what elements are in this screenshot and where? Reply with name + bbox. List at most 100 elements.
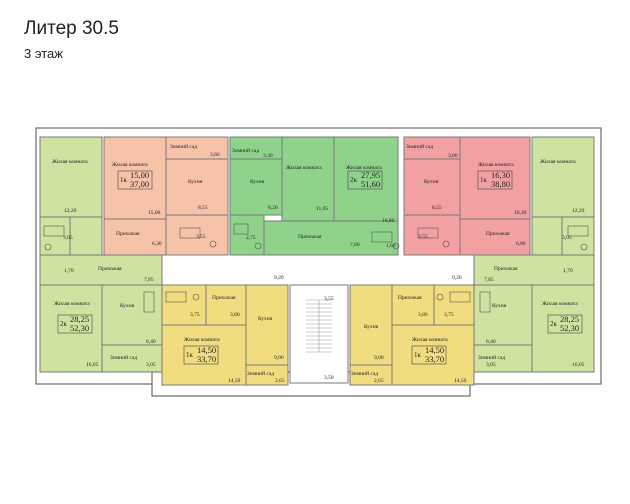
room-lime-living-left: [39, 136, 103, 218]
area-value: 3,80: [230, 312, 240, 318]
room-yellow-bath-right: [433, 284, 475, 326]
room-pink-hall: [459, 218, 531, 256]
area-value: 3,80: [418, 312, 428, 318]
apt-total-a2: 51,60: [361, 179, 380, 189]
area-value: 12,20: [572, 208, 585, 214]
label-living: Жилая комната: [52, 159, 88, 165]
area-value: 2,75: [246, 235, 256, 241]
apt-type-a2: 2к: [350, 176, 358, 184]
area-value: 1,60: [386, 243, 396, 249]
apt-box-a2: [347, 170, 383, 190]
area-value: 3,05: [63, 235, 73, 241]
bath-fixtures: [43, 223, 589, 313]
label-hall: Прихожая: [298, 234, 322, 240]
area-value: 7,85: [484, 277, 494, 283]
area-value: 14,50: [454, 378, 467, 384]
area-value: 3,55: [196, 234, 206, 240]
room-peach-bath: [165, 214, 229, 256]
label-kitchen: Кухня: [250, 179, 265, 185]
label-kitchen: Кухня: [188, 179, 203, 185]
area-value: 9,20: [274, 275, 284, 281]
room-lime-living-right: [531, 136, 595, 218]
area-value: 6,30: [152, 241, 162, 247]
area-value: 9,00: [274, 355, 284, 361]
area-value: 3,05: [486, 362, 496, 368]
room-green-kitchen: [229, 158, 283, 216]
room-yellow-hall-left: [205, 284, 247, 326]
apt-total-a1: 37,00: [130, 179, 149, 189]
label-winter-garden: Зимний сад: [110, 354, 137, 361]
apt-box-a6: [411, 345, 447, 365]
room-green-living2: [333, 136, 399, 222]
apt-box-a7: [547, 314, 583, 334]
label-kitchen: Кухня: [120, 303, 135, 309]
area-value: 7,85: [144, 277, 154, 283]
area-value: 3,50: [324, 375, 334, 381]
area-value: 8,20: [268, 205, 278, 211]
apt-total-a4: 52,30: [70, 323, 89, 333]
room-lime-hall-left: [39, 254, 163, 286]
label-winter-garden: Зимний сад: [406, 143, 433, 150]
area-value: 7,80: [350, 242, 360, 248]
label-living: Жилая комната: [542, 301, 578, 307]
room-pink-living: [459, 136, 531, 220]
apt-box-a4: [57, 314, 93, 334]
apt-type-a7: 2к: [550, 320, 558, 328]
area-value: 8,55: [198, 205, 208, 211]
apt-total-a7: 52,30: [560, 323, 579, 333]
label-living: Жилая комната: [346, 165, 382, 171]
floor-label: 3 этаж: [24, 46, 63, 61]
label-winter-garden: Зимний сад: [170, 143, 197, 150]
room-lime-kitchen-right: [473, 284, 533, 346]
area-value: 16,80: [382, 218, 395, 224]
label-kitchen: Кухня: [364, 324, 379, 330]
area-value: 6,80: [516, 241, 526, 247]
area-value: 3,55: [418, 234, 428, 240]
room-peach-living: [103, 136, 167, 220]
page-title: Литер 30.5: [24, 18, 119, 39]
label-living: Жилая комната: [412, 337, 448, 343]
room-yellow-kitchen-left: [245, 284, 289, 366]
area-value: 8,40: [486, 339, 496, 345]
area-value: 3,05: [146, 362, 156, 368]
room-peach-hall: [103, 218, 167, 256]
room-lime-garden-left: [101, 344, 163, 373]
room-pink-kitchen: [403, 158, 461, 216]
apt-type-a5: 1к: [186, 351, 194, 359]
room-yellow-hall-right: [391, 284, 435, 326]
apt-type-a4: 2к: [60, 320, 68, 328]
apt-living-a5: 14,50: [197, 345, 216, 355]
label-living: Жилая комната: [112, 162, 148, 168]
room-lime-kitchen-left: [101, 284, 163, 346]
room-peach-kitchen: [165, 158, 229, 216]
apt-box-a3: [477, 170, 513, 190]
room-yellow-kitchen-right: [349, 284, 393, 366]
area-value: 3,60: [448, 153, 458, 159]
label-winter-garden: Зимний сад: [351, 370, 378, 377]
area-value: 16,30: [514, 210, 527, 216]
room-lime-living-right-low: [531, 284, 595, 373]
label-hall: Прихожая: [212, 295, 236, 301]
room-lime-hall-right: [473, 254, 595, 286]
room-green-living1: [281, 136, 335, 222]
apt-type-a3: 1к: [480, 176, 488, 184]
apt-type-a1: 1к: [120, 176, 128, 184]
label-kitchen: Кухня: [492, 303, 507, 309]
area-value: 9,00: [374, 355, 384, 361]
area-value: 1,70: [64, 268, 74, 274]
label-kitchen: Кухня: [424, 179, 439, 185]
label-winter-garden: Зимний сад: [478, 354, 505, 361]
label-kitchen: Кухня: [258, 316, 273, 322]
area-value: 16,05: [86, 362, 99, 368]
room-lime-living-left-low: [39, 284, 103, 373]
apt-box-a1: [117, 170, 153, 190]
label-living: Жилая комната: [540, 159, 576, 165]
apt-living-a2: 27,95: [361, 170, 380, 180]
apt-type-a6: 1к: [414, 351, 422, 359]
area-value: 3,05: [562, 235, 572, 241]
label-living: Жилая комната: [286, 165, 322, 171]
area-value: 9,20: [452, 275, 462, 281]
area-value: 15,00: [148, 210, 161, 216]
area-value: 8,55: [432, 205, 442, 211]
